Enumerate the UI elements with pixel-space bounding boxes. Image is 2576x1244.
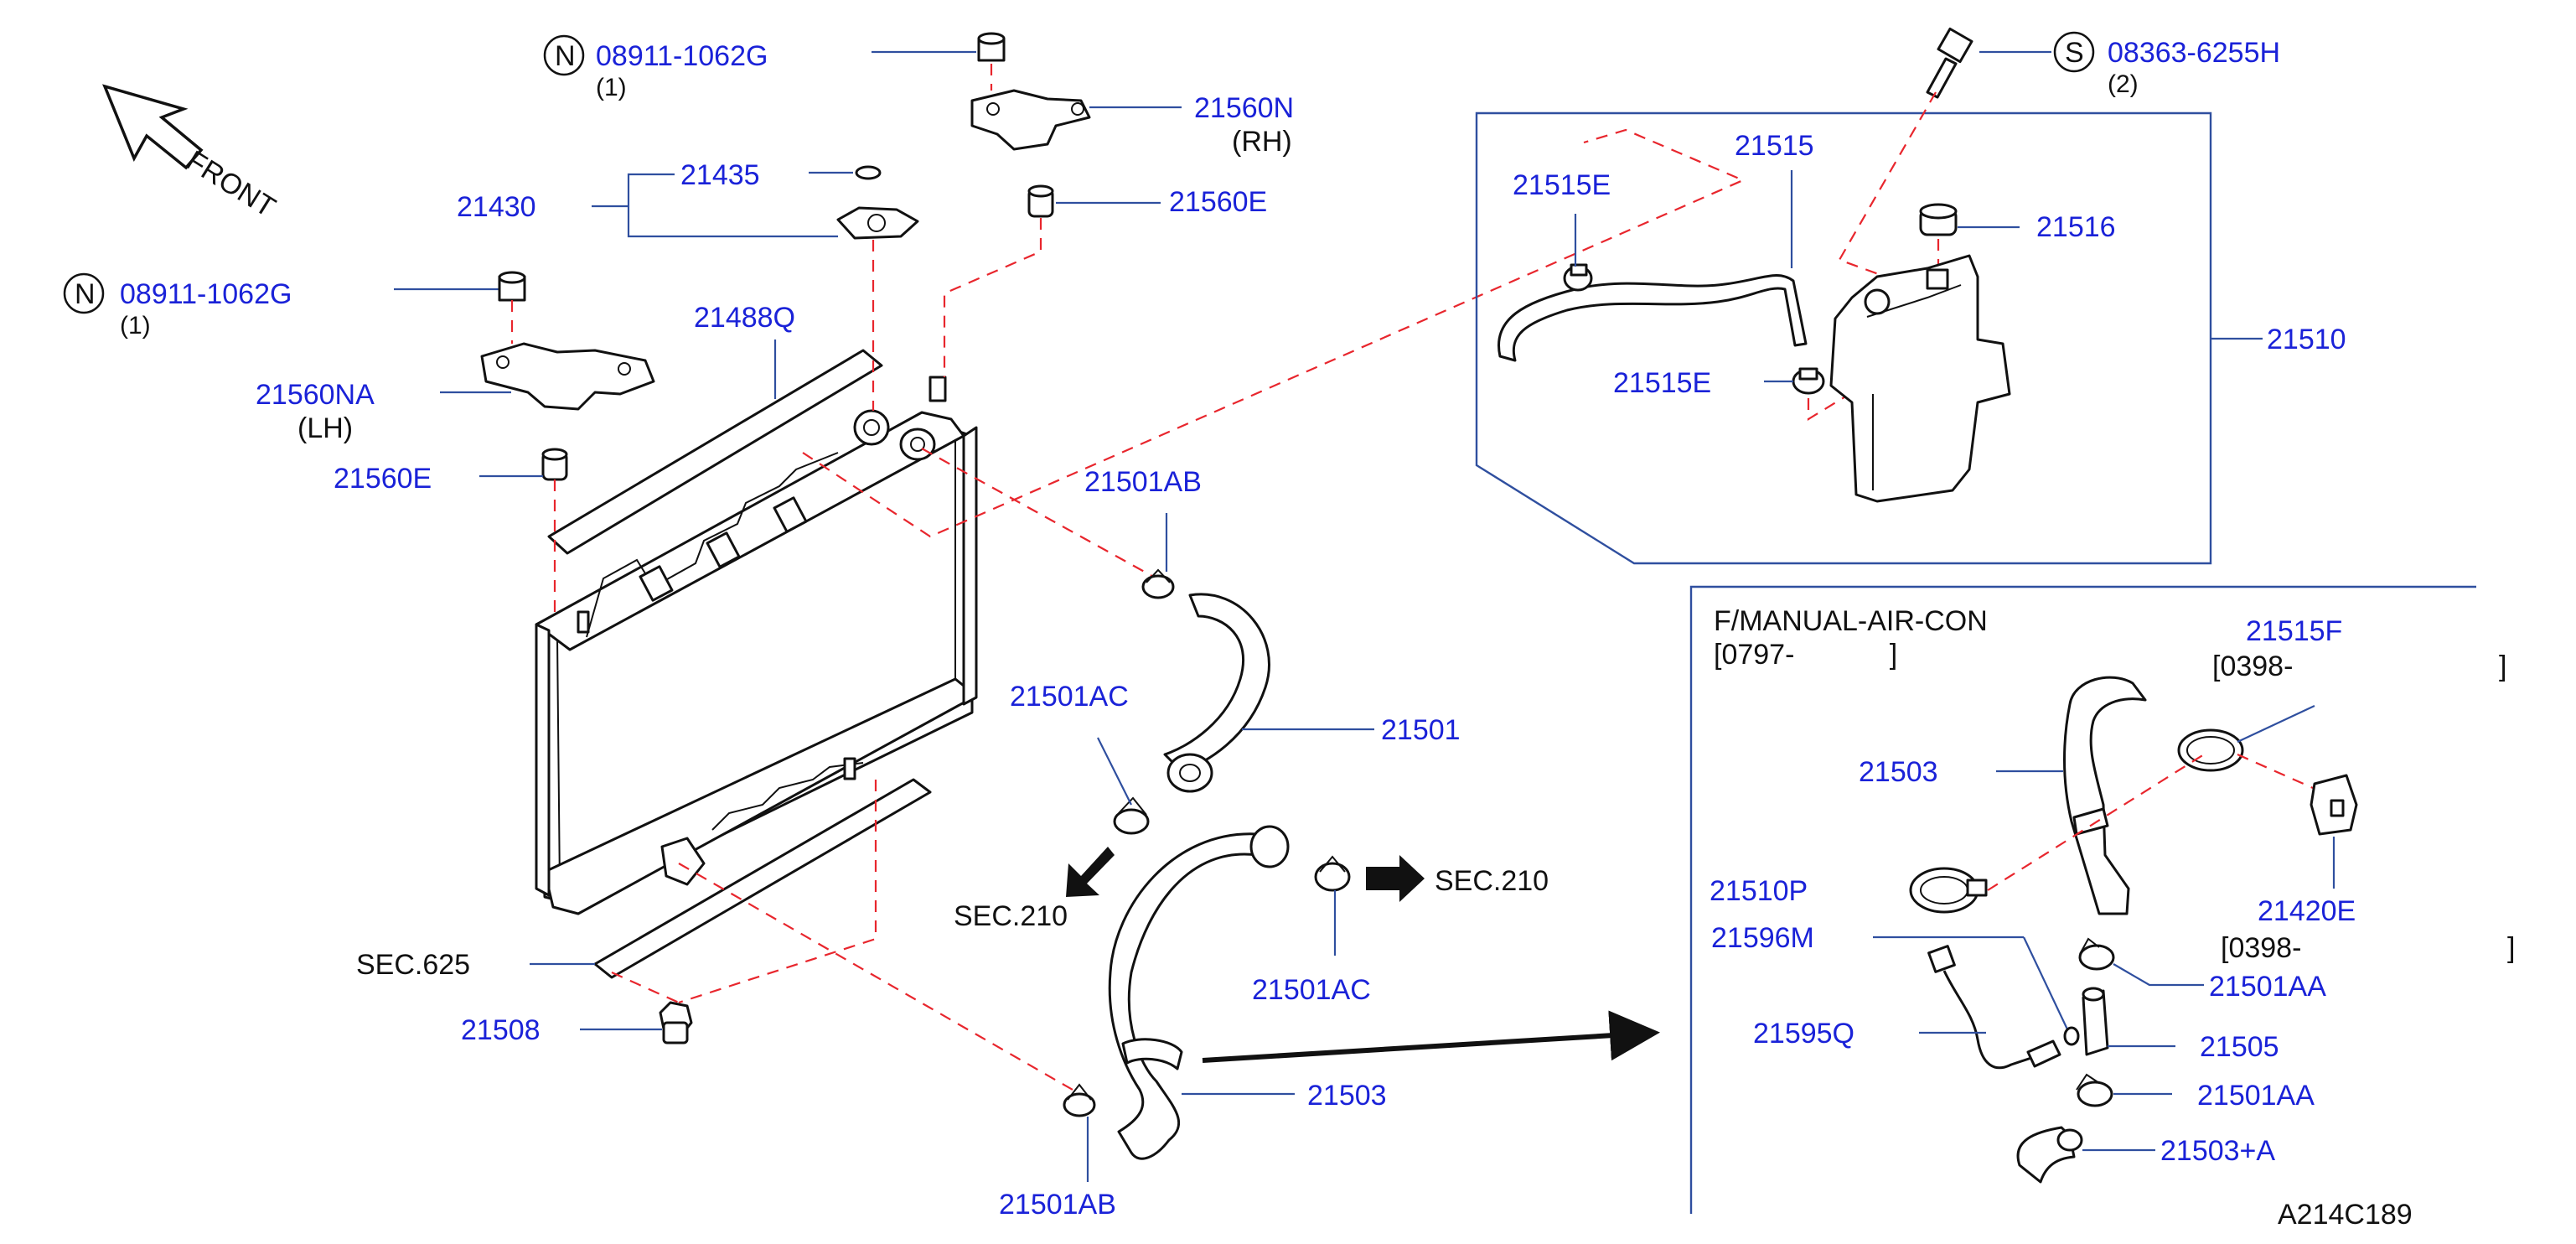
label-21560E-left: 21560E: [334, 463, 432, 495]
clip-part-icon: [2310, 774, 2358, 836]
gasket-part-icon: [836, 206, 919, 240]
reservoir-tank-part-icon: [1829, 254, 2011, 503]
label-21515E-a: 21515E: [1513, 169, 1611, 201]
front-label: FRONT: [181, 145, 281, 224]
label-21501AC-left: 21501AC: [1010, 681, 1129, 713]
label-sec625: SEC.625: [356, 949, 470, 981]
bracket-lh-part-icon: [480, 342, 655, 411]
hose-clamp-part-icon: [1141, 568, 1175, 599]
prefix-circle-icon: [2053, 31, 2095, 73]
callout-part-number: 08363-6255H: [2108, 37, 2280, 69]
callout-quantity: (2): [2108, 70, 2139, 98]
label-21560NA: 21560NA: [256, 379, 375, 411]
o-ring-part-icon: [855, 165, 882, 180]
label-sec210-left: SEC.210: [954, 900, 1068, 932]
callout-prefix: S: [2065, 37, 2084, 69]
inset-pointer-arrow: [1202, 1010, 1660, 1063]
arrow-right-icon: [1366, 855, 1425, 902]
label-21430: 21430: [457, 191, 536, 223]
inset-date-c: [0398- ]: [2221, 932, 2515, 964]
bracket-rh-part-icon: [970, 89, 1091, 151]
hose-clamp-part-icon: [1314, 855, 1351, 892]
label-21510: 21510: [2267, 324, 2346, 355]
label-21435: 21435: [680, 159, 760, 191]
label-21596M: 21596M: [1711, 922, 1814, 954]
callout-part-number: 08911-1062G: [596, 40, 768, 72]
label-21503A: 21503+A: [2160, 1135, 2275, 1167]
label-21501AA-b: 21501AA: [2197, 1080, 2315, 1112]
upper-hose-part-icon: [1163, 593, 1270, 793]
callout-prefix: N: [75, 278, 96, 310]
inset-title: F/MANUAL-AIR-CON: [1714, 605, 1988, 637]
prefix-circle-icon: [63, 272, 105, 314]
lower-hose-part-icon: [1108, 825, 1290, 1160]
label-21503-inset: 21503: [1859, 756, 1938, 788]
label-21501AB-top: 21501AB: [1084, 466, 1202, 498]
callout-quantity: (1): [596, 74, 627, 101]
callout-prefix: N: [555, 40, 576, 72]
hose-clamp-part-icon: [1063, 1083, 1096, 1117]
bolt-part-icon: [1926, 27, 1973, 99]
label-21515F: 21515F: [2246, 615, 2342, 647]
label-21505: 21505: [2200, 1031, 2279, 1063]
label-21560E-top: 21560E: [1169, 186, 1267, 218]
mount-part-icon: [659, 1001, 693, 1044]
label-21515E-b: 21515E: [1613, 367, 1711, 399]
callout-s1: S 08363-6255H (2): [2053, 31, 2280, 98]
o-ring-part-icon: [2063, 1026, 2080, 1046]
reservoir-frame: [1475, 111, 2212, 565]
inset-hose-part-icon: [2063, 676, 2147, 915]
callout-quantity: (1): [120, 312, 151, 340]
hose-clamp-part-icon: [2177, 728, 2244, 772]
inset-date-b: [0398- ]: [2212, 651, 2506, 682]
prefix-circle-icon: [543, 34, 585, 76]
label-21503-main: 21503: [1307, 1080, 1387, 1112]
label-rh: (RH): [1232, 126, 1292, 158]
grommet-part-icon: [1027, 184, 1054, 218]
nut-part-icon: [977, 32, 1006, 62]
inset-frame: [1689, 585, 2476, 1214]
label-21508: 21508: [461, 1014, 541, 1046]
pipe-connector-part-icon: [2082, 987, 2109, 1056]
clip-part-icon: [1792, 367, 1825, 395]
label-21560N: 21560N: [1194, 92, 1294, 124]
label-sec210-right: SEC.210: [1435, 865, 1549, 897]
label-21488Q: 21488Q: [694, 302, 795, 334]
front-arrow-icon: [102, 84, 204, 170]
label-21501AA-a: 21501AA: [2209, 971, 2326, 1003]
callout-n1: N 08911-1062G (1): [543, 34, 768, 101]
reservoir-cap-part-icon: [1919, 203, 1958, 236]
reservoir-hose-part-icon: [1497, 274, 1808, 362]
grommet-part-icon: [541, 448, 568, 481]
sensor-part-icon: [1927, 945, 2061, 1070]
seal-strip-part-icon: [593, 778, 932, 979]
label-21501: 21501: [1381, 714, 1461, 746]
label-21595Q: 21595Q: [1753, 1018, 1854, 1050]
callout-n2: N 08911-1062G (1): [63, 272, 292, 340]
hose-elbow-part-icon: [2016, 1126, 2083, 1184]
label-21510P: 21510P: [1710, 875, 1808, 907]
label-21501AC-bottom: 21501AC: [1252, 974, 1371, 1006]
label-21501AB-bottom: 21501AB: [999, 1189, 1116, 1221]
hose-clamp-part-icon: [1909, 867, 1988, 914]
label-21515: 21515: [1735, 130, 1814, 162]
figure-code: A214C189: [2278, 1199, 2413, 1231]
clip-part-icon: [1563, 263, 1593, 292]
label-lh: (LH): [297, 412, 353, 444]
callout-part-number: 08911-1062G: [120, 278, 292, 310]
label-21516: 21516: [2036, 211, 2116, 243]
hose-clamp-part-icon: [2076, 1073, 2113, 1107]
hose-clamp-part-icon: [2078, 937, 2115, 971]
label-21420E: 21420E: [2258, 895, 2356, 927]
nut-part-icon: [498, 271, 526, 302]
radiator-part-icon: [535, 349, 978, 915]
arrow-left-down-icon: [1066, 847, 1115, 897]
hose-clamp-part-icon: [1113, 796, 1150, 835]
inset-date-a: [0797- ]: [1714, 639, 1897, 671]
